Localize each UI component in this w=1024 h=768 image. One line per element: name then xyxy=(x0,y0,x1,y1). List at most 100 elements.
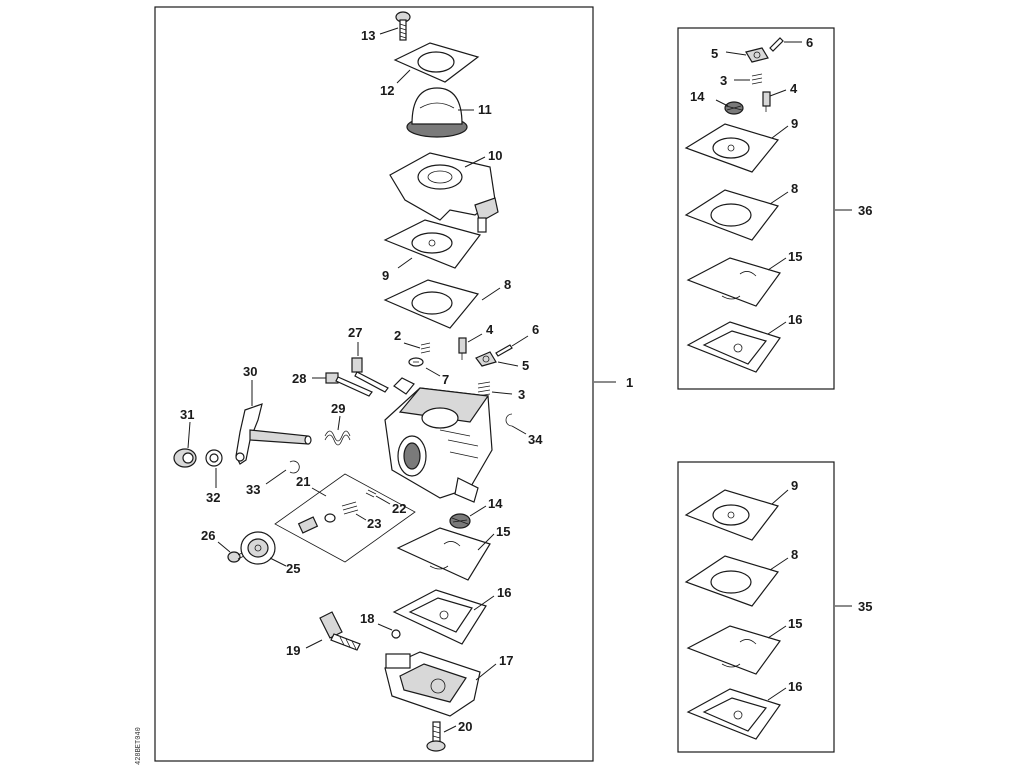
kit-upper-frame xyxy=(677,27,835,390)
label-34: 34 xyxy=(528,432,543,447)
kit35-label-8: 8 xyxy=(791,547,798,562)
main-frame xyxy=(154,6,594,762)
kit36-gasket-8 xyxy=(684,189,780,241)
gasket-8 xyxy=(383,279,480,329)
kit36-diaphragm-9 xyxy=(684,123,780,173)
leader-2 xyxy=(403,342,421,349)
spring-29 xyxy=(324,430,351,446)
screw-19 xyxy=(319,611,361,651)
bushing-31 xyxy=(173,448,197,468)
leader-33 xyxy=(265,469,287,485)
kit36-label-8: 8 xyxy=(791,181,798,196)
kit35-leader-8 xyxy=(769,557,789,571)
leader-25 xyxy=(269,557,287,567)
adjust-screw-27 xyxy=(351,357,389,393)
throttle-shaft-30 xyxy=(235,403,312,465)
label-9: 9 xyxy=(382,268,389,283)
kit36-leader-9 xyxy=(771,125,789,139)
label-23: 23 xyxy=(367,516,381,531)
label-27: 27 xyxy=(348,325,362,340)
drawing-code: 428BET040 xyxy=(135,727,143,765)
needle-4 xyxy=(458,337,467,360)
label-31: 31 xyxy=(180,407,194,422)
kit36-label-4: 4 xyxy=(790,81,798,96)
kit36-pin-6 xyxy=(769,37,784,52)
gasket-16 xyxy=(392,589,487,645)
primer-bulb-11 xyxy=(406,87,468,138)
label-6: 6 xyxy=(532,322,539,337)
spring-2 xyxy=(420,342,431,354)
label-26: 26 xyxy=(201,528,215,543)
filter-14 xyxy=(449,513,471,529)
clip-34 xyxy=(505,413,513,427)
label-5: 5 xyxy=(522,358,529,373)
kit36-gasket-15 xyxy=(686,257,781,307)
kit36-leader-14 xyxy=(715,99,729,107)
kit35-label-9: 9 xyxy=(791,478,798,493)
leader-18 xyxy=(377,623,393,631)
kit36-leader-16 xyxy=(767,321,787,335)
label-2: 2 xyxy=(394,328,401,343)
label-7: 7 xyxy=(442,372,449,387)
leader-3 xyxy=(491,391,513,395)
kit36-needle-4 xyxy=(762,91,771,112)
label-28: 28 xyxy=(292,371,306,386)
label-30: 30 xyxy=(243,364,257,379)
kit36-leader-5 xyxy=(725,51,747,56)
screw-20 xyxy=(426,721,446,752)
spring-3 xyxy=(477,381,491,397)
kit36-label-15: 15 xyxy=(788,249,802,264)
leader-13 xyxy=(379,27,399,35)
leader-29 xyxy=(337,415,341,431)
screw-7 xyxy=(408,357,424,367)
kit-lower-frame xyxy=(677,461,835,753)
kit35-leader-9 xyxy=(771,489,789,505)
label-20: 20 xyxy=(458,719,472,734)
gasket-12 xyxy=(393,42,480,83)
label-3: 3 xyxy=(518,387,525,402)
label-13: 13 xyxy=(361,28,375,43)
kit36-leader-15 xyxy=(767,257,787,271)
kit35-label-15: 15 xyxy=(788,616,802,631)
leader-23 xyxy=(355,513,367,521)
leader-8 xyxy=(481,287,501,301)
kit36-gasket-16 xyxy=(686,321,781,373)
diaphragm-9 xyxy=(383,219,482,269)
leader-5 xyxy=(497,361,519,367)
kit35-gasket-16 xyxy=(686,688,781,740)
cover-10 xyxy=(389,152,499,233)
label-22: 22 xyxy=(392,501,406,516)
gasket-15 xyxy=(396,527,491,581)
leader-4 xyxy=(467,333,483,343)
kit36-label-16: 16 xyxy=(788,312,802,327)
lever-5 xyxy=(475,351,497,367)
carburetor-body xyxy=(384,377,493,503)
leader-6 xyxy=(511,335,529,347)
end-cover-17 xyxy=(384,651,481,717)
kit35-leader-16 xyxy=(767,687,787,701)
check-18 xyxy=(391,629,401,639)
washer-32 xyxy=(205,449,223,467)
label-18: 18 xyxy=(360,611,374,626)
kit36-filter-14 xyxy=(724,101,744,115)
kit36-label-6: 6 xyxy=(806,35,813,50)
kit36-label-14: 14 xyxy=(690,89,705,104)
label-8: 8 xyxy=(504,277,511,292)
label-10: 10 xyxy=(488,148,502,163)
kit36-label-5: 5 xyxy=(711,46,718,61)
label-19: 19 xyxy=(286,643,300,658)
label-4: 4 xyxy=(486,322,494,337)
label-36: 36 xyxy=(858,203,872,218)
kit36-leader-4 xyxy=(769,89,787,97)
leader-9 xyxy=(397,257,413,269)
kit36-label-9: 9 xyxy=(791,116,798,131)
label-11: 11 xyxy=(478,102,492,117)
leader-15 xyxy=(477,533,495,551)
leader-12 xyxy=(396,69,411,84)
leader-10 xyxy=(464,156,486,168)
leader-31 xyxy=(187,421,191,449)
kit36-lever-5 xyxy=(745,47,769,63)
kit35-gasket-8 xyxy=(684,555,780,607)
label-14: 14 xyxy=(488,496,503,511)
